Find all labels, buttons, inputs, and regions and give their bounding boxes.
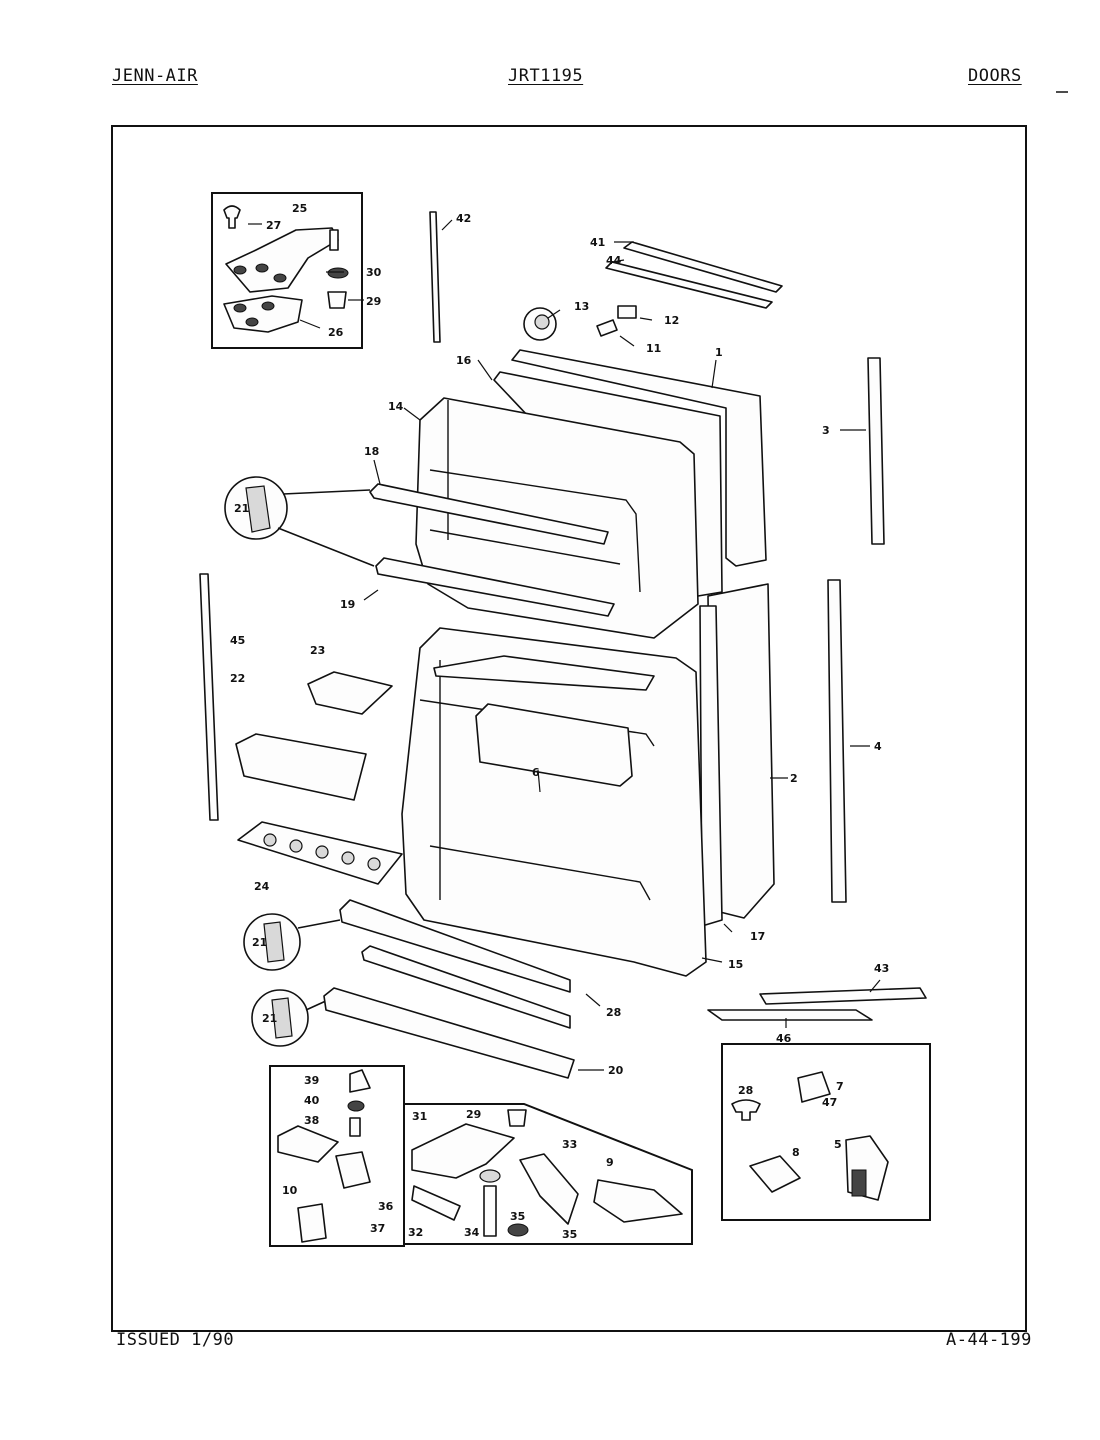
callout-22: 22	[230, 672, 245, 685]
trim-bars-41-44	[605, 241, 783, 309]
callout-6: 6	[532, 766, 540, 779]
callout-2: 2	[790, 772, 798, 785]
callout-11: 11	[646, 342, 661, 355]
callout-18: 18	[364, 445, 379, 458]
page-code: A-44-199	[946, 1330, 1032, 1350]
callout-5: 5	[834, 1138, 842, 1151]
callout-29b: 29	[466, 1108, 481, 1121]
issue-date: ISSUED 1/90	[116, 1330, 235, 1350]
callout-30: 30	[366, 266, 382, 279]
callout-39: 39	[304, 1074, 319, 1087]
diagram-border	[111, 125, 1027, 1332]
callout-7: 7	[836, 1080, 844, 1093]
callout-32: 32	[408, 1226, 423, 1239]
bottom-bars-20-28	[323, 899, 575, 1079]
callout-23: 23	[310, 644, 325, 657]
callout-9: 9	[606, 1156, 614, 1169]
callout-28a: 28	[606, 1006, 621, 1019]
callout-8: 8	[792, 1146, 800, 1159]
callout-15: 15	[728, 958, 743, 971]
callout-33: 33	[562, 1138, 577, 1151]
callout-41: 41	[590, 236, 605, 249]
callout-38: 38	[304, 1114, 319, 1127]
model-number: JRT1195	[508, 66, 584, 86]
callout-16: 16	[456, 354, 472, 367]
callout-14: 14	[388, 400, 404, 413]
egg-tray-24	[237, 821, 403, 885]
callout-3: 3	[822, 424, 830, 437]
callout-21c: 21	[262, 1012, 277, 1025]
callout-1: 1	[715, 346, 723, 359]
callout-43: 43	[874, 962, 889, 975]
callout-10: 10	[282, 1184, 298, 1197]
freezer-shelf-bars	[369, 483, 615, 617]
callout-35a: 35	[510, 1210, 525, 1223]
gasket-strip-42	[429, 211, 441, 343]
callout-12: 12	[664, 314, 679, 327]
callout-25: 25	[292, 202, 307, 215]
callout-29a: 29	[366, 295, 381, 308]
lower-right-inset	[721, 1043, 931, 1221]
callout-27: 27	[266, 219, 281, 232]
butter-cover-23	[307, 671, 393, 715]
callout-31: 31	[412, 1110, 427, 1123]
gasket-strip-45	[199, 573, 219, 821]
callout-40: 40	[304, 1094, 320, 1107]
callout-35b: 35	[562, 1228, 577, 1241]
shelf-retainer-insets	[224, 476, 375, 1047]
dairy-bin-22	[235, 733, 367, 801]
callout-20: 20	[608, 1064, 624, 1077]
callout-36: 36	[378, 1200, 394, 1213]
door-shelf-6	[475, 703, 633, 787]
callout-28b: 28	[738, 1084, 753, 1097]
door-strip-4	[827, 579, 847, 903]
callout-19: 19	[340, 598, 355, 611]
callout-34: 34	[464, 1226, 480, 1239]
small-parts-11-13	[523, 305, 637, 341]
callout-4: 4	[874, 740, 882, 753]
upper-hinge-inset	[211, 192, 363, 349]
callout-17: 17	[750, 930, 765, 943]
callout-26: 26	[328, 326, 344, 339]
callout-44: 44	[606, 254, 622, 267]
callout-13: 13	[574, 300, 589, 313]
callout-46: 46	[776, 1032, 792, 1045]
brand-name: JENN-AIR	[112, 66, 198, 86]
callout-45: 45	[230, 634, 245, 647]
lower-hinge-inset	[269, 1065, 405, 1247]
section-title: DOORS	[968, 66, 1022, 86]
leader-lines	[248, 219, 881, 1071]
callout-47: 47	[822, 1096, 837, 1109]
door-strip-3	[867, 357, 885, 545]
callout-labels: 1 2 3 4 5 6 7 8 9 10 11 12 13 14 15 16 1…	[230, 202, 889, 1241]
callout-42: 42	[456, 212, 471, 225]
trim-bars-43-46	[707, 987, 927, 1021]
callout-37: 37	[370, 1222, 385, 1235]
callout-21a: 21	[234, 502, 249, 515]
center-hinge-inset	[403, 1103, 693, 1245]
callout-24: 24	[254, 880, 270, 893]
callout-21b: 21	[252, 936, 267, 949]
